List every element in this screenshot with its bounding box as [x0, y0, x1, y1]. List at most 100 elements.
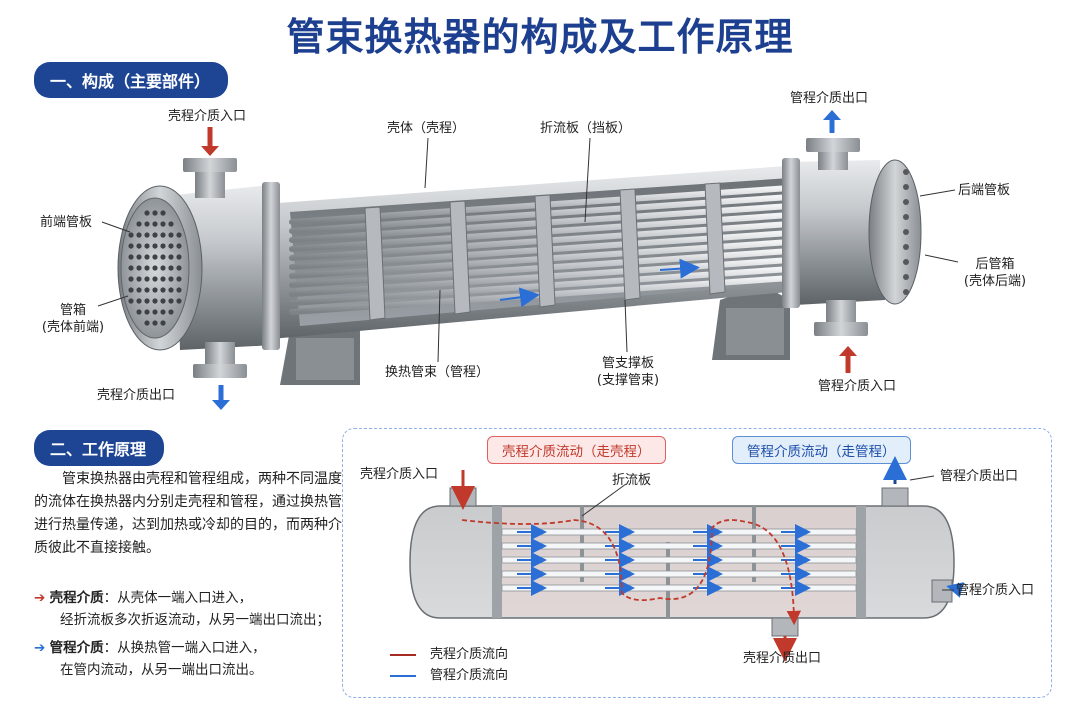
tube-hole — [128, 298, 134, 304]
label-tube-support-line2: (支撑管束) — [596, 373, 660, 388]
flow-schematic — [390, 456, 964, 677]
tube-hole — [136, 243, 142, 249]
label-front-head-line1: 管箱 — [59, 303, 86, 318]
page-title: 管束换热器的构成及工作原理 — [286, 15, 794, 59]
tube-outlet-nozzle — [806, 138, 860, 170]
schematic-tube — [501, 542, 857, 550]
tube-hole — [176, 298, 182, 304]
tube-hole — [144, 276, 150, 282]
tube-hole — [144, 287, 150, 293]
tube-medium-line1: ：从换热管一端入口进入， — [103, 640, 266, 656]
label-tube-inlet: 管程介质入口 — [818, 379, 897, 394]
tube-hole — [144, 243, 150, 249]
tube-hole — [160, 243, 166, 249]
label-rear-head: 后管箱 (壳体后端) — [955, 256, 1035, 290]
label-rear-tubesheet: 后端管板 — [958, 183, 1011, 198]
tube-hole — [176, 265, 182, 271]
tube-hole — [136, 298, 142, 304]
tube-hole — [152, 221, 158, 227]
flow-label-tube-outlet: 管程介质出口 — [940, 469, 1019, 484]
flange-bolt — [903, 289, 909, 295]
tube-medium-line2: 在管内流动，从另一端出口流出。 — [60, 662, 263, 678]
tube-inlet-nozzle — [814, 300, 868, 336]
label-front-tubesheet: 前端管板 — [40, 215, 93, 230]
tube-hole — [160, 232, 166, 238]
shell-outlet-arrow — [212, 385, 230, 410]
shell-medium-line2: 经折流板多次折返流动，从另一端出口流出； — [60, 612, 330, 628]
tube-hole — [128, 276, 134, 282]
shell-outlet-nozzle — [193, 342, 247, 378]
tube-hole — [160, 221, 166, 227]
schematic-tube-inlet-nozzle — [931, 579, 953, 603]
inner-flow-arrow — [499, 287, 540, 308]
flange-bolt — [903, 244, 909, 250]
label-baffle: 折流板（挡板） — [540, 121, 632, 136]
schematic-tube-outlet-nozzle — [881, 487, 909, 507]
inner-flow-arrow — [659, 258, 700, 279]
tube-hole — [128, 254, 134, 260]
tube-hole — [152, 309, 158, 315]
label-rear-head-line1: 后管箱 — [975, 257, 1015, 272]
tube-hole — [152, 287, 158, 293]
tube-hole — [136, 287, 142, 293]
tube-hole — [152, 210, 158, 216]
tube-medium-label: 管程介质 — [49, 640, 104, 656]
tube-hole — [144, 309, 150, 315]
shell-medium-line1: ：从壳体一端入口进入， — [103, 590, 253, 606]
tube-hole — [160, 276, 166, 282]
tube-hole — [144, 298, 150, 304]
tube-hole — [136, 254, 142, 260]
tube-hole — [168, 276, 174, 282]
tube-hole — [136, 276, 142, 282]
label-rear-head-line2: (壳体后端) — [963, 274, 1027, 289]
label-front-head-line2: (壳体前端) — [41, 320, 105, 335]
tube-hole — [152, 232, 158, 238]
flange-bolt — [903, 169, 909, 175]
tube-hole — [144, 221, 150, 227]
schematic-tube — [501, 570, 857, 578]
label-tube-support: 管支撑板 (支撑管束) — [585, 355, 671, 389]
tube-hole — [160, 210, 166, 216]
tube-hole — [152, 276, 158, 282]
shell-medium-desc: ➔ 壳程介质：从壳体一端入口进入， 经折流板多次折返流动，从另一端出口流出； — [34, 587, 344, 631]
flow-diagram-panel — [342, 428, 1052, 698]
label-tube-support-line1: 管支撑板 — [601, 356, 654, 371]
schematic-tube — [501, 584, 857, 592]
tube-hole — [160, 265, 166, 271]
label-shell-body: 壳体（壳程） — [387, 121, 466, 136]
schematic-tube — [501, 528, 857, 536]
front-head — [117, 182, 280, 351]
tube-hole — [176, 276, 182, 282]
shell-medium-bullet-icon: ➔ — [34, 590, 46, 606]
flange-bolt — [903, 184, 909, 190]
tube-hole — [128, 232, 134, 238]
tube-hole — [136, 309, 142, 315]
rear-head — [782, 158, 922, 308]
tube-hole — [160, 298, 166, 304]
flange-bolt — [903, 199, 909, 205]
tube-hole — [160, 309, 166, 315]
schematic-tube — [501, 556, 857, 564]
leader-lines — [97, 137, 959, 363]
tube-hole — [128, 265, 134, 271]
section-heading-components: 一、构成（主要部件） — [34, 62, 229, 98]
tube-hole — [160, 320, 166, 326]
baffle-plates — [364, 182, 726, 321]
shell-flow-title: 壳程介质流动（走壳程） — [487, 436, 666, 464]
tube-hole — [168, 221, 174, 227]
flange-bolt — [903, 214, 909, 220]
tube-hole — [152, 243, 158, 249]
tube-hole — [128, 243, 134, 249]
shell-medium-label: 壳程介质 — [49, 590, 104, 606]
label-tube-outlet: 管程介质出口 — [790, 91, 869, 106]
shell-inlet-arrow — [201, 127, 219, 156]
tubes-schematic — [501, 524, 857, 596]
legend-shell-label: 壳程介质流向 — [430, 647, 509, 662]
tube-hole — [152, 298, 158, 304]
tube-hole — [152, 265, 158, 271]
tube-hole — [168, 287, 174, 293]
rear-tubesheet-schematic — [856, 506, 866, 618]
principle-intro: 管束换热器由壳程和管程组成，两种不同温度的流体在换热器内分别走壳程和管程，通过换… — [34, 471, 342, 556]
tube-hole — [160, 287, 166, 293]
flange-bolt — [903, 274, 909, 280]
